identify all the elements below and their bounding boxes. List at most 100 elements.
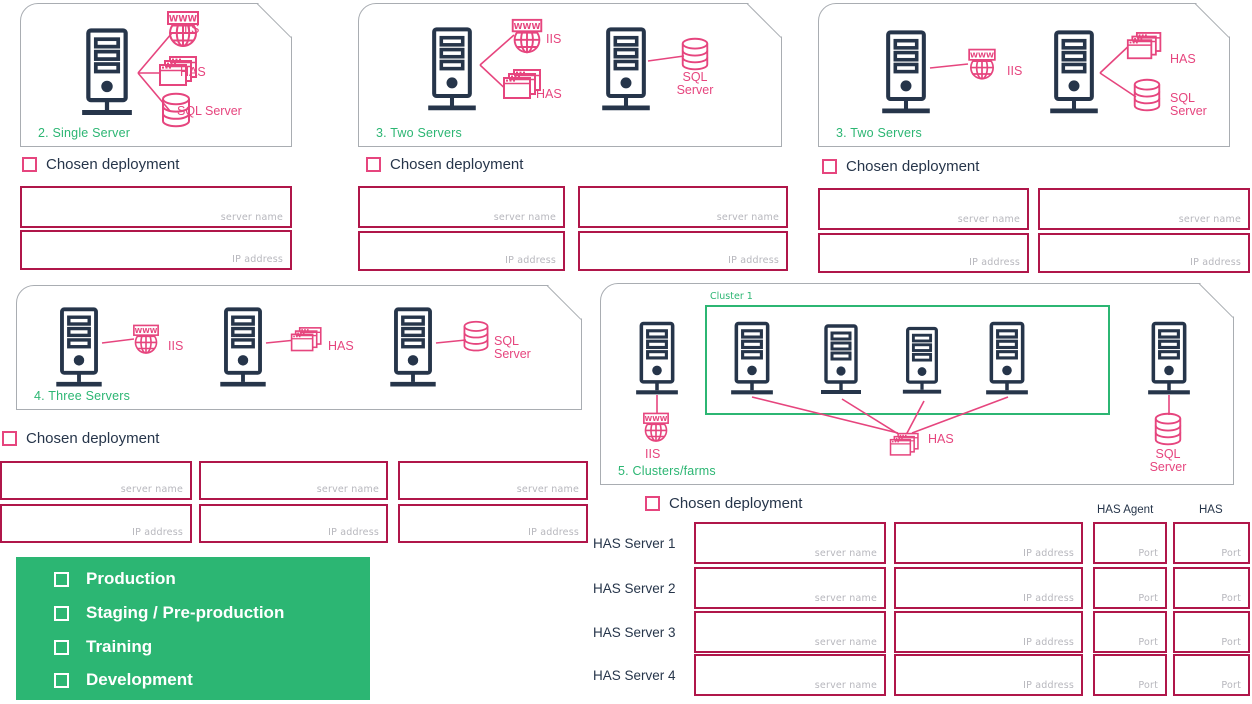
label-has: HAS — [928, 433, 954, 446]
placeholder-text: server name — [517, 484, 586, 498]
placeholder-text: IP address — [1190, 257, 1248, 271]
panel-two-servers-a: IIS HAS SQL Server 3. Two Servers — [358, 3, 782, 147]
input-has-port[interactable]: Port — [1173, 654, 1250, 696]
server-icon — [818, 323, 864, 399]
input-ip-address[interactable]: IP address — [894, 611, 1083, 653]
input-server-name[interactable]: server name — [1038, 188, 1250, 230]
input-ip-address[interactable]: IP address — [894, 522, 1083, 564]
placeholder-text: server name — [317, 484, 386, 498]
placeholder-text: IP address — [132, 527, 190, 541]
label-sql: SQL — [682, 70, 707, 84]
label-iis: IIS — [645, 448, 660, 461]
environment-item-production[interactable]: Production — [54, 569, 176, 589]
input-ip-address[interactable]: IP address — [358, 231, 565, 271]
placeholder-text: server name — [815, 680, 884, 694]
input-server-name[interactable]: server name — [694, 611, 886, 653]
chosen-deployment-label: Chosen deployment — [390, 156, 523, 173]
input-has-agent-port[interactable]: Port — [1093, 654, 1167, 696]
label-iis: IIS — [184, 23, 199, 36]
input-ip-address[interactable]: IP address — [894, 654, 1083, 696]
input-ip-address[interactable]: IP address — [20, 230, 292, 270]
input-server-name[interactable]: server name — [0, 461, 192, 500]
placeholder-text: server name — [1179, 214, 1248, 228]
windows-icon — [1126, 30, 1164, 63]
checkbox-icon[interactable] — [54, 572, 69, 587]
checkbox-icon[interactable] — [54, 640, 69, 655]
chosen-deployment-row-1[interactable]: Chosen deployment — [22, 156, 179, 173]
input-ip-address[interactable]: IP address — [0, 504, 192, 543]
input-server-name[interactable]: server name — [694, 522, 886, 564]
placeholder-text: server name — [494, 212, 563, 226]
input-ip-address[interactable]: IP address — [894, 567, 1083, 609]
placeholder-text: IP address — [1023, 680, 1081, 694]
input-ip-address[interactable]: IP address — [398, 504, 588, 543]
input-ip-address[interactable]: IP address — [1038, 233, 1250, 273]
checkbox-icon[interactable] — [645, 496, 660, 511]
placeholder-text: server name — [815, 548, 884, 562]
row-label-has-server-1: HAS Server 1 — [593, 536, 676, 551]
input-has-port[interactable]: Port — [1173, 567, 1250, 609]
input-server-name[interactable]: server name — [199, 461, 388, 500]
input-server-name[interactable]: server name — [694, 654, 886, 696]
input-server-name[interactable]: server name — [398, 461, 588, 500]
label-has: HAS — [536, 88, 562, 101]
chosen-deployment-row-2[interactable]: Chosen deployment — [366, 156, 523, 173]
globe-icon — [963, 47, 1001, 83]
label-sql: SQL — [494, 334, 519, 348]
chosen-deployment-row-5[interactable]: Chosen deployment — [645, 495, 802, 512]
checkbox-icon[interactable] — [366, 157, 381, 172]
database-icon — [460, 319, 492, 355]
chosen-deployment-label: Chosen deployment — [846, 158, 979, 175]
input-server-name[interactable]: server name — [358, 186, 565, 228]
checkbox-icon[interactable] — [2, 431, 17, 446]
placeholder-text: Port — [1221, 637, 1248, 651]
placeholder-text: Port — [1138, 548, 1165, 562]
input-ip-address[interactable]: IP address — [578, 231, 788, 271]
environment-item-development[interactable]: Development — [54, 670, 193, 690]
server-icon — [386, 307, 440, 391]
input-server-name[interactable]: server name — [578, 186, 788, 228]
database-icon — [1151, 411, 1185, 449]
server-icon — [216, 307, 270, 391]
chosen-deployment-row-3[interactable]: Chosen deployment — [822, 158, 979, 175]
input-ip-address[interactable]: IP address — [199, 504, 388, 543]
checkbox-icon[interactable] — [54, 606, 69, 621]
server-icon — [633, 321, 681, 399]
cluster-caption: Cluster 1 — [710, 291, 753, 302]
environment-item-training[interactable]: Training — [54, 637, 152, 657]
placeholder-text: IP address — [728, 255, 786, 269]
input-has-agent-port[interactable]: Port — [1093, 522, 1167, 564]
placeholder-text: IP address — [969, 257, 1027, 271]
placeholder-text: server name — [717, 212, 786, 226]
input-server-name[interactable]: server name — [20, 186, 292, 228]
input-has-port[interactable]: Port — [1173, 522, 1250, 564]
placeholder-text: IP address — [1023, 593, 1081, 607]
placeholder-text: IP address — [232, 254, 290, 268]
column-header-has-agent: HAS Agent — [1097, 504, 1153, 516]
label-iis: IIS — [168, 340, 183, 353]
input-has-agent-port[interactable]: Port — [1093, 567, 1167, 609]
checkbox-icon[interactable] — [54, 673, 69, 688]
input-server-name[interactable]: server name — [694, 567, 886, 609]
input-has-port[interactable]: Port — [1173, 611, 1250, 653]
checkbox-icon[interactable] — [22, 157, 37, 172]
server-icon — [424, 27, 480, 115]
globe-icon — [506, 17, 548, 57]
input-ip-address[interactable]: IP address — [818, 233, 1029, 273]
panel-single-server: IIS HAS SQL Server 2. Single Server — [20, 3, 292, 147]
chosen-deployment-label: Chosen deployment — [669, 495, 802, 512]
label-sql-server: SQL Server — [494, 335, 531, 361]
globe-icon — [638, 411, 674, 445]
windows-icon — [889, 431, 921, 459]
panel-two-servers-b: IIS HAS SQL Server 3. Two Servers — [818, 3, 1230, 147]
input-server-name[interactable]: server name — [818, 188, 1029, 230]
input-has-agent-port[interactable]: Port — [1093, 611, 1167, 653]
chosen-deployment-row-4[interactable]: Chosen deployment — [2, 430, 159, 447]
label-has: HAS — [180, 66, 206, 79]
placeholder-text: Port — [1138, 680, 1165, 694]
environment-label: Training — [86, 637, 152, 657]
database-icon — [678, 36, 712, 74]
checkbox-icon[interactable] — [822, 159, 837, 174]
environment-item-staging[interactable]: Staging / Pre-production — [54, 603, 284, 623]
connector-lines — [720, 393, 1020, 443]
